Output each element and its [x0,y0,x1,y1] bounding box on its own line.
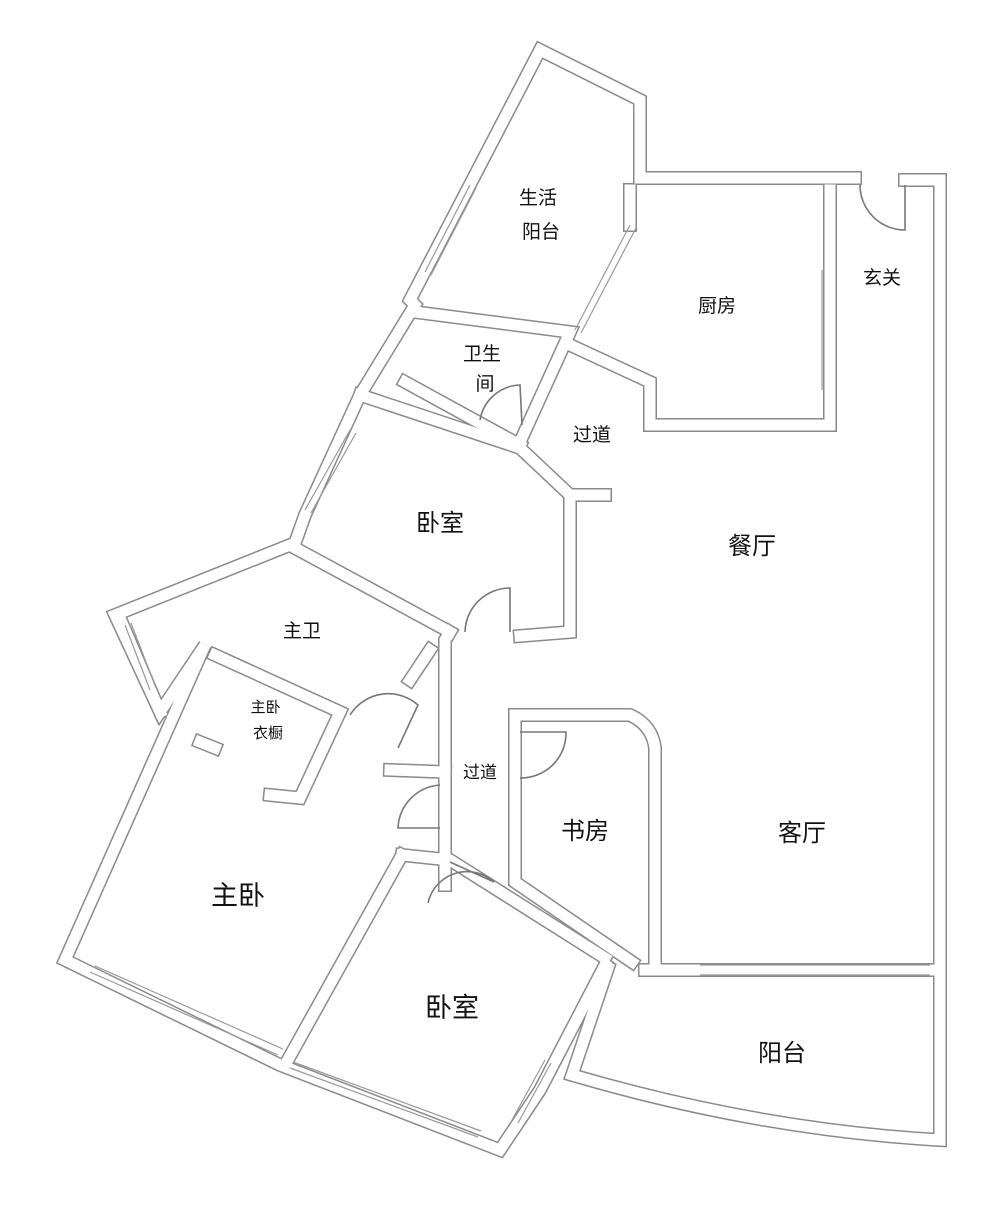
label-bedroom-upper: 卧室 [416,509,464,537]
label-bedroom-lower: 卧室 [425,993,479,1024]
label-master-closet: 主卧 衣橱 [251,698,286,742]
wall-inner-fill [192,642,438,804]
label-kitchen: 厨房 [698,295,736,317]
room-labels: 生活 阳台 厨房 玄关 卫生 间 过道 卧室 餐厅 主卫 主卧 衣橱 过道 书房… [211,187,901,1067]
walls [55,40,947,1159]
label-dining-room: 餐厅 [728,532,776,560]
windows [89,184,930,1138]
label-bathroom: 卫生 间 [463,343,507,395]
label-balcony: 阳台 [758,1039,806,1067]
wall-inner-fill [57,42,946,1157]
wall-inner-fill [353,388,611,642]
bedroom-lower-door-icon [427,861,495,904]
bathroom-door-icon [479,384,523,426]
label-living-room: 客厅 [778,819,826,847]
doors [349,184,906,904]
label-master-bathroom: 主卫 [283,620,321,642]
label-entrance: 玄关 [863,267,901,289]
label-study: 书房 [561,817,609,845]
walls-inner [57,42,946,1157]
outer-wall [55,40,947,1159]
wall-inner-fill [509,709,661,971]
wall-inner-fill [384,764,613,966]
wall-inner-fill [397,305,579,453]
label-corridor-upper: 过道 [573,424,611,446]
bedroom-door-icon [464,587,511,633]
wall-inner-fill [277,847,410,1073]
label-master-bedroom: 主卧 [211,881,265,912]
label-utility-balcony: 生活 阳台 [519,187,563,243]
master-bedroom-door-icon [397,784,441,829]
label-corridor-lower: 过道 [463,763,497,783]
master-bath-door-icon [349,692,419,749]
study-door-icon [519,731,567,779]
wall-inner-fill [562,184,836,431]
entrance-door-icon [859,184,906,231]
